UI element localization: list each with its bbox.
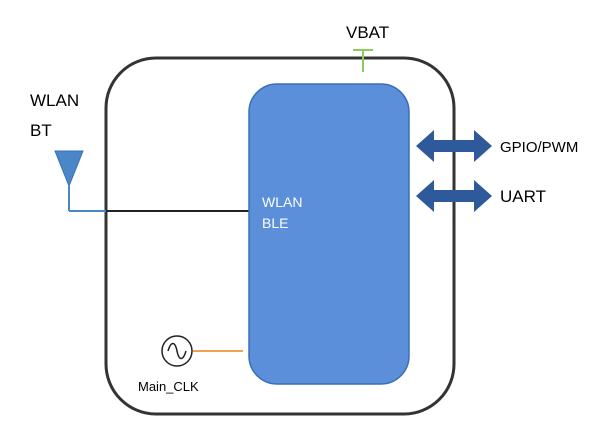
antenna-label-wlan: WLAN [30, 91, 79, 110]
vbat-label: VBAT [346, 23, 389, 42]
chip-label-wlan: WLAN [262, 194, 302, 210]
antenna-triangle [54, 150, 84, 188]
module-outline [104, 56, 456, 416]
main-clk-label: Main_CLK [138, 379, 199, 394]
vbat-pin [353, 49, 373, 72]
antenna-label-bt: BT [30, 121, 52, 140]
antenna-icon [54, 150, 106, 212]
wlan-ble-chip [248, 83, 410, 385]
oscillator-sine [167, 342, 187, 360]
uart-arrow [416, 180, 492, 212]
oscillator-icon [161, 335, 193, 367]
gpio-pwm-label: GPIO/PWM [500, 139, 578, 156]
gpio-pwm-arrow [416, 130, 492, 162]
chip-label-ble: BLE [262, 215, 288, 231]
uart-label: UART [500, 187, 546, 206]
